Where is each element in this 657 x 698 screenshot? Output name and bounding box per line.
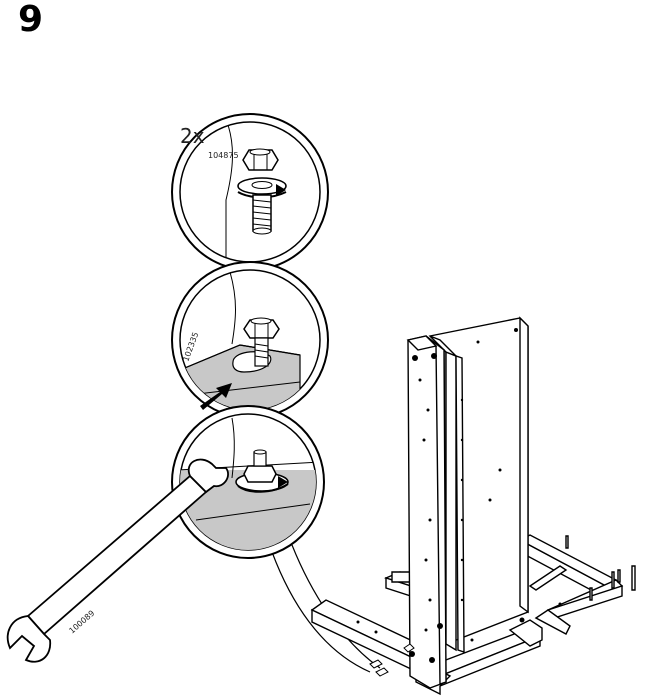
detail-circle-bolt-nut: 2x 104875 [171, 113, 329, 271]
fittings [369, 643, 415, 677]
arrow-icon [200, 383, 232, 410]
wrench-icon: 100089 [6, 458, 229, 663]
bolt-icon [252, 194, 272, 235]
panel-holes [356, 328, 562, 663]
part-number-label: 100089 [67, 609, 96, 636]
step-number: 9 [18, 0, 44, 40]
frame-assembly [310, 316, 636, 696]
washer-icon [237, 177, 287, 199]
detail-circle-slot-insert: 102335 [171, 261, 329, 419]
detail-circle-tighten [171, 405, 325, 559]
quantity-label: 2x [180, 124, 205, 148]
part-number-label: 104875 [208, 151, 239, 160]
hex-nut-icon [242, 148, 279, 171]
nut-washer-icon [235, 449, 289, 493]
bolt-icon [243, 317, 280, 367]
